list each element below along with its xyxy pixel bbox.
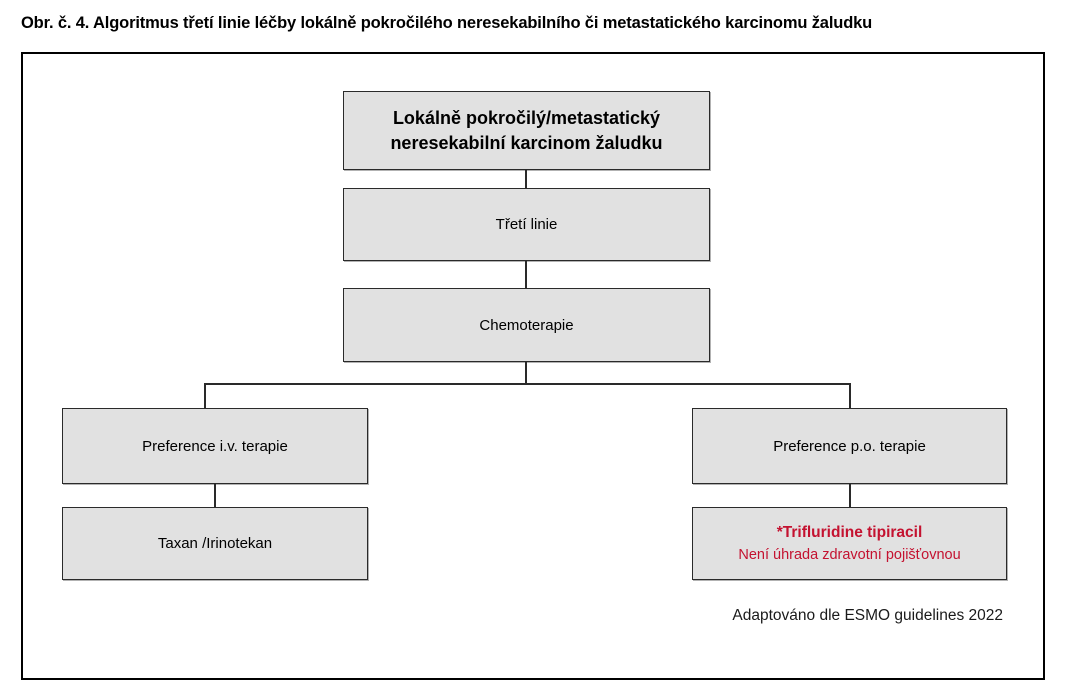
connector-diagnosis-to-third-line: [525, 170, 527, 188]
connector-chemotherapy-stem: [525, 362, 527, 384]
source-note: Adaptováno dle ESMO guidelines 2022: [732, 607, 1003, 624]
node-third-line: Třetí linie: [343, 188, 710, 261]
node-diagnosis: Lokálně pokročilý/metastatický neresekab…: [343, 91, 710, 170]
node-po-preference-label: Preference p.o. terapie: [773, 437, 926, 455]
connector-po-preference-to-trifluridine: [849, 484, 851, 507]
connector-branch-right-drop: [849, 383, 851, 408]
node-chemotherapy-label: Chemoterapie: [479, 316, 574, 334]
node-diagnosis-line2: neresekabilní karcinom žaludku: [390, 132, 663, 153]
node-po-preference: Preference p.o. terapie: [692, 408, 1007, 484]
diagram-frame: Lokálně pokročilý/metastatický neresekab…: [21, 52, 1045, 680]
node-trifluridine-drug: *Trifluridine tipiracil: [776, 523, 923, 541]
node-trifluridine-reimbursement-note: Není úhrada zdravotní pojišťovnou: [738, 546, 961, 563]
node-taxane-irinotecan: Taxan /Irinotekan: [62, 507, 368, 580]
node-iv-preference-label: Preference i.v. terapie: [142, 437, 288, 455]
node-trifluridine: *Trifluridine tipiracil Není úhrada zdra…: [692, 507, 1007, 580]
node-diagnosis-line1: Lokálně pokročilý/metastatický: [392, 107, 661, 128]
connector-third-line-to-chemotherapy: [525, 261, 527, 288]
node-iv-preference: Preference i.v. terapie: [62, 408, 368, 484]
node-chemotherapy: Chemoterapie: [343, 288, 710, 362]
connector-branch-left-drop: [204, 383, 206, 408]
node-third-line-label: Třetí linie: [495, 216, 558, 233]
connector-branch-bar: [204, 383, 851, 385]
figure-title: Obr. č. 4. Algoritmus třetí linie léčby …: [21, 14, 873, 32]
node-taxane-irinotecan-label: Taxan /Irinotekan: [157, 535, 273, 552]
connector-iv-preference-to-taxane: [214, 484, 216, 507]
